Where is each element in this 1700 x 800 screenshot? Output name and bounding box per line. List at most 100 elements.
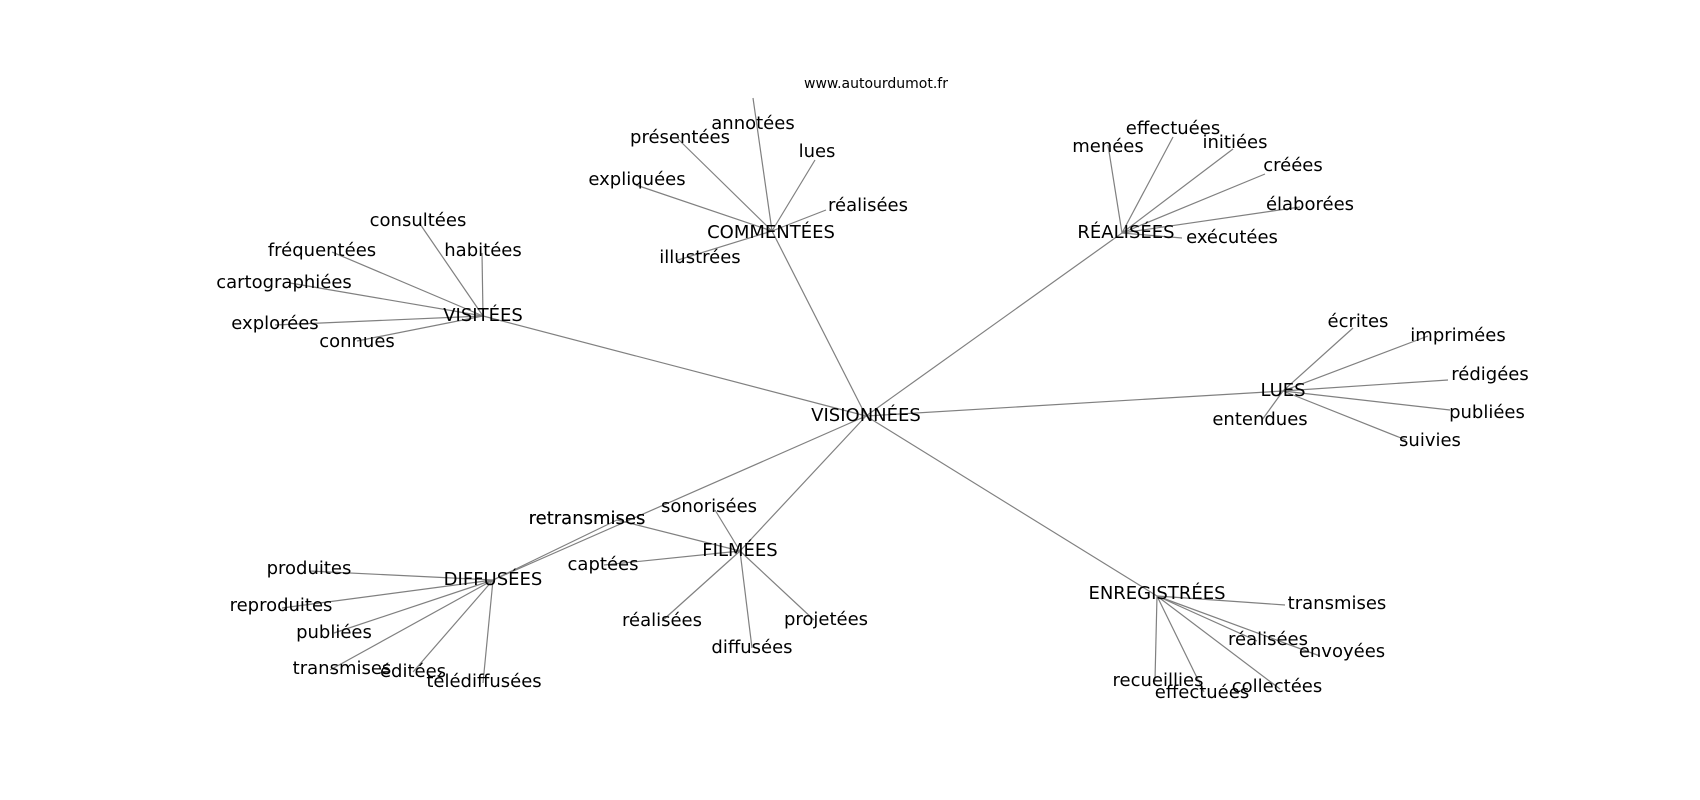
leaf-edge bbox=[1156, 595, 1321, 657]
cluster-node-label: VISITÉES bbox=[443, 304, 523, 326]
leaf-node-label: consultées bbox=[370, 210, 467, 231]
leaf-node-label: menées bbox=[1072, 136, 1144, 157]
leaf-node-label: élaborées bbox=[1266, 194, 1354, 215]
leaf-node-label: transmises bbox=[1288, 593, 1387, 614]
leaf-node-label: télédiffusées bbox=[426, 671, 541, 692]
leaf-node-label: projetées bbox=[784, 609, 868, 630]
leaf-node-label: suivies bbox=[1399, 430, 1461, 451]
leaf-edge bbox=[1107, 144, 1123, 234]
leaf-edge bbox=[1156, 595, 1258, 642]
leaf-edge bbox=[1282, 379, 1449, 392]
leaf-edge bbox=[1121, 206, 1301, 234]
hub-edge bbox=[865, 232, 1123, 417]
leaf-edge bbox=[1121, 173, 1266, 234]
leaf-node-label: cartographiées bbox=[216, 272, 352, 293]
leaf-edge bbox=[677, 230, 773, 261]
leaf-node-label: réalisées bbox=[1228, 629, 1308, 650]
leaf-node-label: expliquées bbox=[588, 169, 685, 190]
leaf-edge bbox=[1282, 390, 1407, 441]
leaf-node-label: captées bbox=[568, 554, 639, 575]
leaf-edge bbox=[1282, 335, 1429, 392]
leaf-node-label: produites bbox=[267, 558, 352, 579]
leaf-node-label: retransmises bbox=[529, 508, 646, 529]
leaf-edge bbox=[603, 550, 741, 566]
hub-edge bbox=[492, 415, 867, 581]
source-url: www.autourdumot.fr bbox=[804, 76, 948, 92]
leaf-node-label: retransmises bbox=[529, 508, 646, 529]
leaf-node-label: rédigées bbox=[1451, 364, 1528, 385]
leaf-edge bbox=[281, 579, 494, 609]
leaf-node-label: reproduites bbox=[230, 595, 333, 616]
leaf-node-label: explorées bbox=[231, 313, 318, 334]
leaf-edge bbox=[331, 251, 484, 317]
leaf-edge bbox=[482, 579, 494, 684]
leaf-edge bbox=[333, 579, 494, 634]
leaf-edge bbox=[1282, 390, 1451, 411]
leaf-node-label: diffusées bbox=[711, 637, 792, 658]
leaf-node-label: réalisées bbox=[828, 195, 908, 216]
leaf-edge bbox=[1261, 390, 1284, 421]
cluster-node-label: DIFFUSÉES bbox=[444, 568, 543, 590]
leaf-edge bbox=[412, 579, 494, 673]
hub-edge bbox=[865, 390, 1284, 417]
leaf-edge bbox=[752, 97, 773, 232]
leaf-edge bbox=[739, 550, 753, 649]
labels-layer: www.autourdumot.fr VISIONNÉES COMMENTÉES a… bbox=[216, 76, 1529, 703]
cluster-node-label: COMMENTÉES bbox=[707, 221, 835, 243]
leaf-edge bbox=[739, 550, 815, 621]
hub-edge bbox=[739, 415, 867, 552]
leaf-node-label: initiées bbox=[1203, 132, 1268, 153]
leaf-edge bbox=[1156, 595, 1281, 690]
hub-edge bbox=[482, 315, 867, 417]
leaf-edge bbox=[771, 159, 816, 232]
leaf-node-label: éditées bbox=[380, 661, 446, 682]
hub-edge bbox=[865, 415, 1158, 597]
leaf-node-label: sonorisées bbox=[661, 496, 757, 517]
leaf-node-label: exécutées bbox=[1186, 227, 1278, 248]
leaf-node-label: effectuées bbox=[1155, 682, 1249, 703]
leaf-node-label: annotées bbox=[711, 113, 794, 134]
leaf-edge bbox=[1156, 595, 1286, 606]
leaf-edge bbox=[771, 209, 827, 232]
leaf-edge bbox=[677, 138, 773, 232]
leaf-edge bbox=[616, 519, 741, 552]
leaf-node-label: envoyées bbox=[1299, 641, 1385, 662]
leaf-node-label: effectuées bbox=[1126, 118, 1220, 139]
leaf-edge bbox=[289, 282, 484, 317]
leaf-edge bbox=[1121, 148, 1234, 234]
leaf-node-label: illustrées bbox=[659, 247, 740, 268]
leaf-node-label: réalisées bbox=[622, 610, 702, 631]
leaf-edge bbox=[1156, 595, 1205, 693]
leaf-edge bbox=[1121, 136, 1174, 234]
leaf-node-label: lues bbox=[799, 141, 836, 162]
cluster-node-label: RÉALISÉES bbox=[1077, 221, 1174, 243]
edges-layer bbox=[274, 97, 1451, 693]
leaf-node-label: collectées bbox=[1232, 676, 1322, 697]
leaf-node-label: fréquentées bbox=[268, 240, 376, 261]
leaf-edge bbox=[714, 509, 741, 552]
leaf-node-label: connues bbox=[319, 331, 395, 352]
leaf-edge bbox=[419, 223, 484, 317]
cluster-node-label: FILMÉES bbox=[702, 539, 777, 561]
leaf-node-label: créées bbox=[1263, 155, 1323, 176]
leaf-edge bbox=[1121, 232, 1183, 239]
cluster-node-label: LUES bbox=[1260, 380, 1305, 401]
leaf-edge bbox=[356, 315, 484, 342]
leaf-edge bbox=[308, 570, 494, 581]
leaf-node-label: transmises bbox=[293, 658, 392, 679]
leaf-node-label: entendues bbox=[1212, 409, 1307, 430]
leaf-node-label: recueillies bbox=[1113, 670, 1204, 691]
leaf-node-label: écrites bbox=[1328, 311, 1389, 332]
leaf-edge bbox=[661, 550, 741, 622]
leaf-node-label: publiées bbox=[296, 622, 372, 643]
leaf-edge bbox=[329, 579, 494, 671]
leaf-node-label: habitées bbox=[444, 240, 521, 261]
leaf-edge bbox=[1282, 327, 1354, 392]
leaf-edge bbox=[1154, 595, 1158, 681]
leaf-edge bbox=[274, 315, 484, 326]
center-node-label: VISIONNÉES bbox=[811, 404, 921, 426]
cluster-node-label: ENREGISTRÉES bbox=[1088, 582, 1225, 604]
leaf-edge bbox=[481, 252, 484, 317]
leaf-edge bbox=[635, 184, 773, 232]
